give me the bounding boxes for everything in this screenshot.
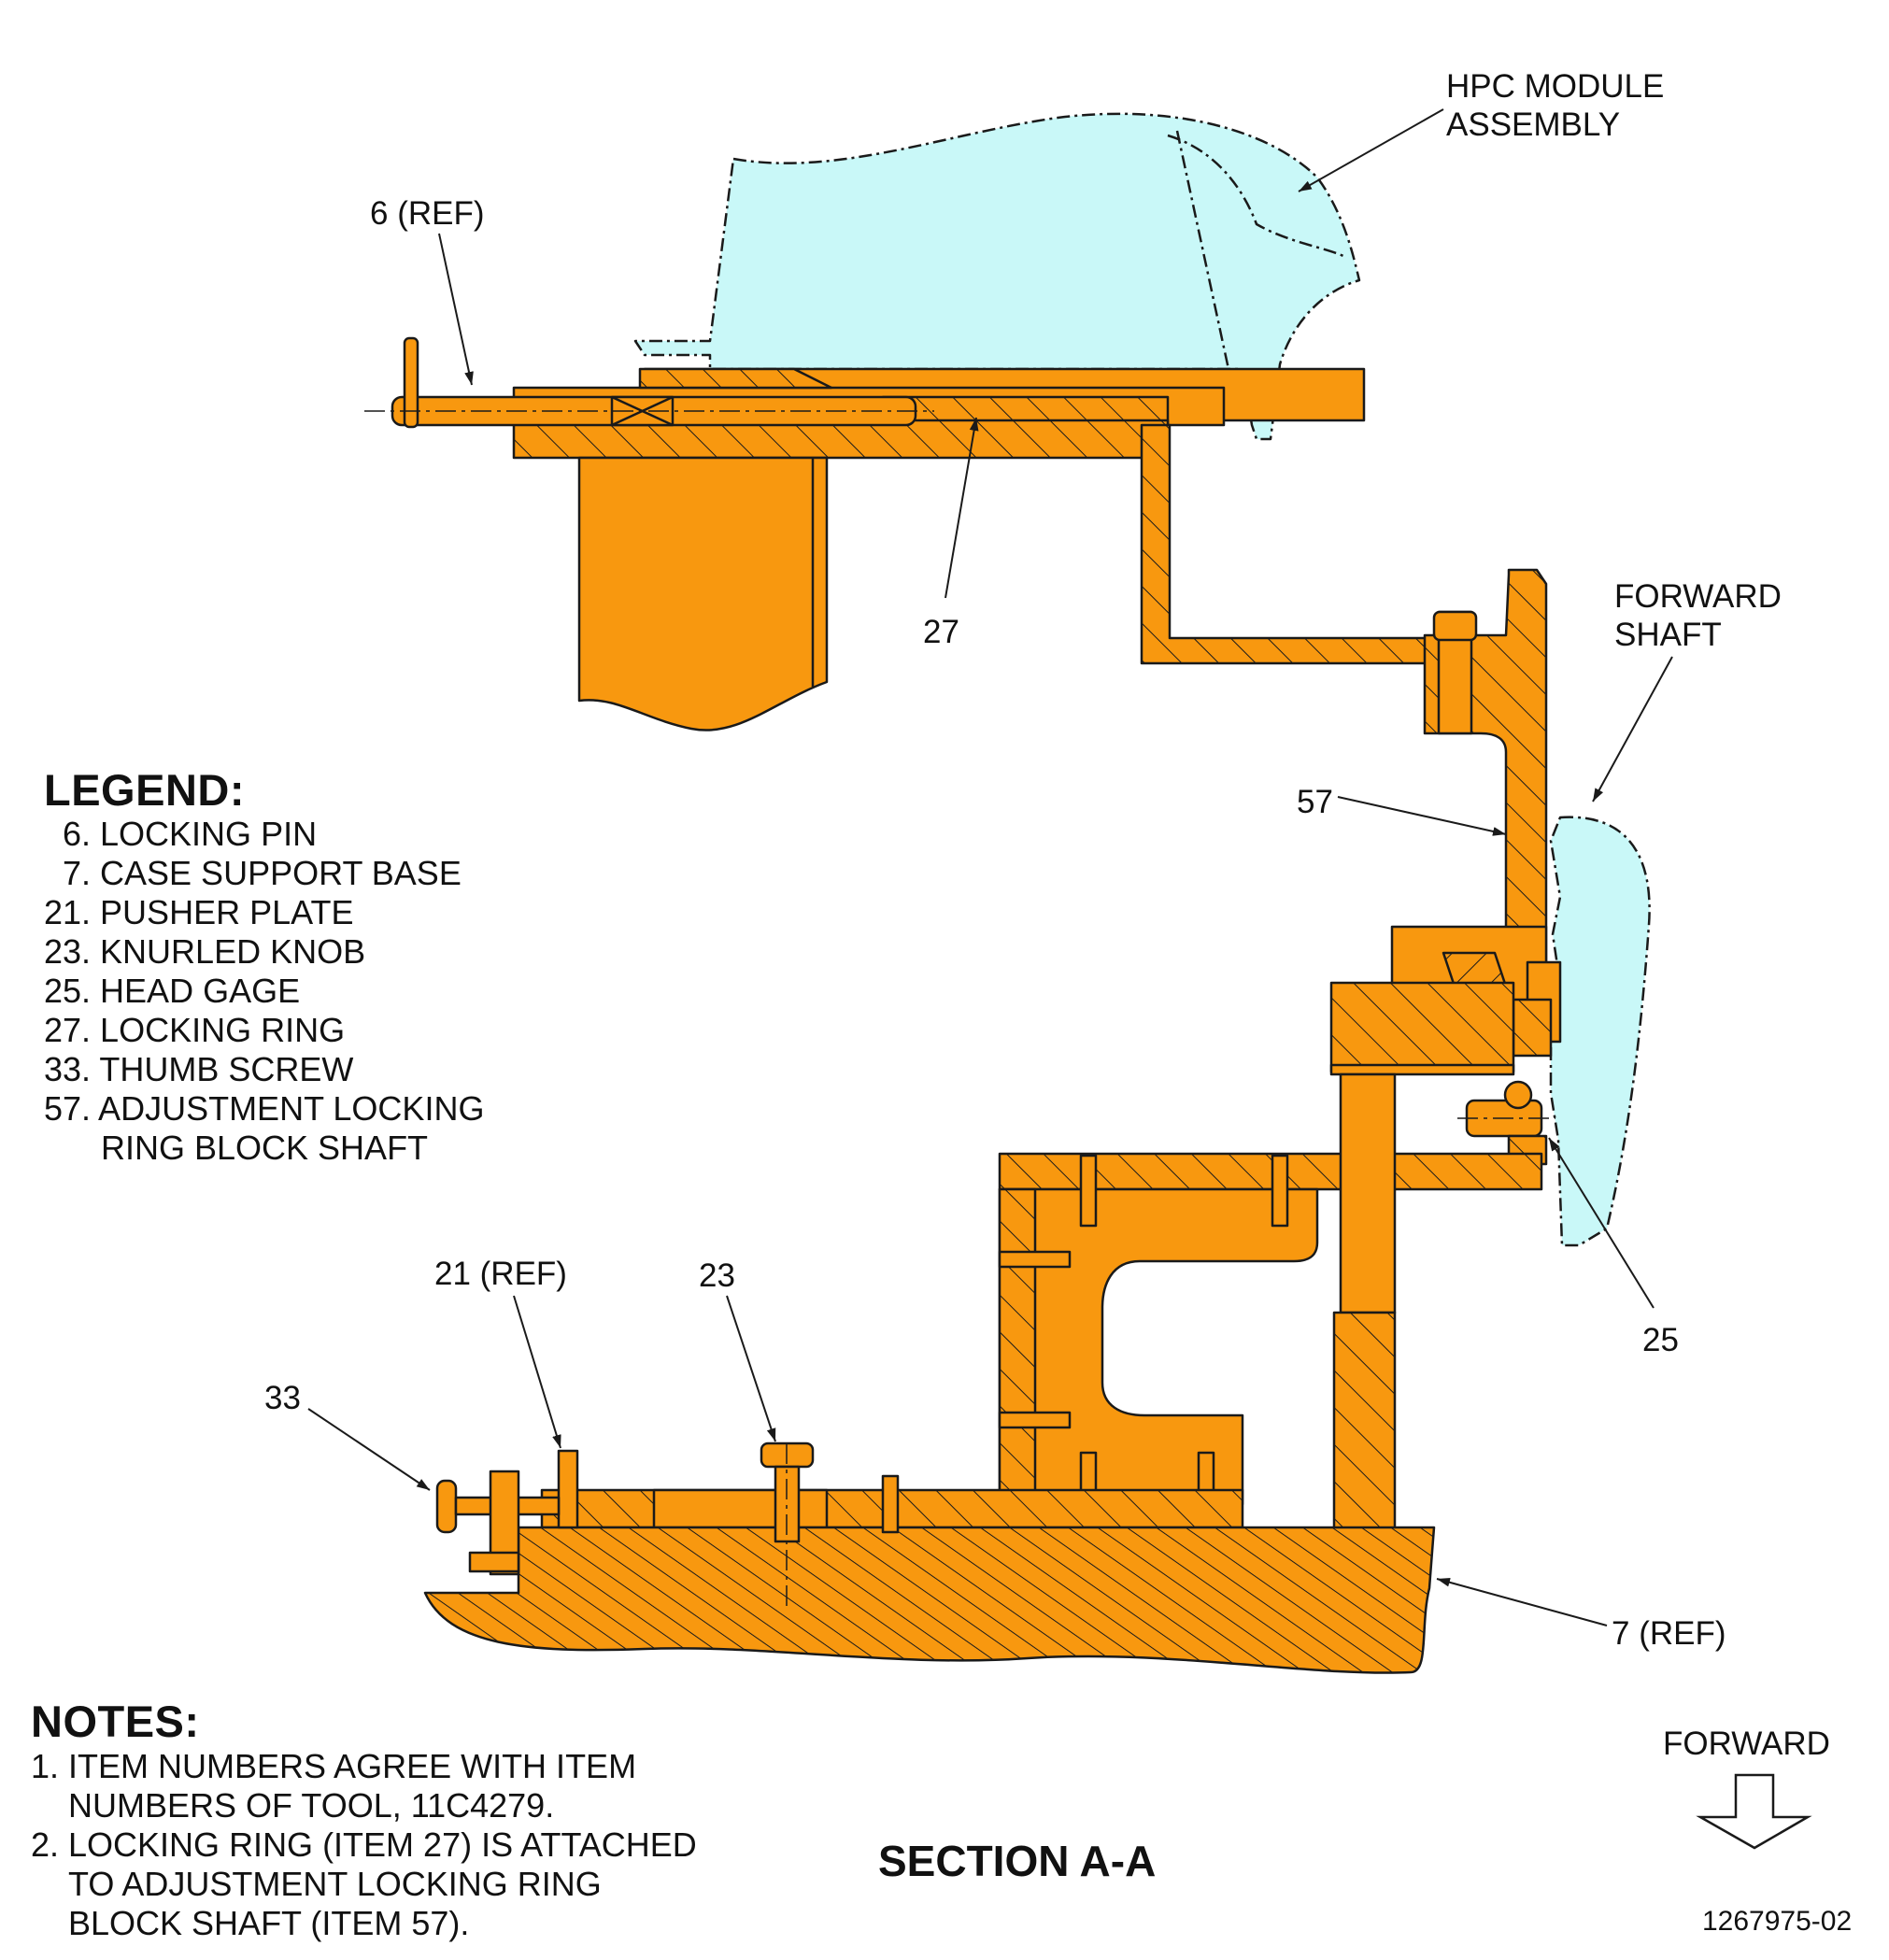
callout-ref6: 6 (REF) [370, 195, 485, 232]
leader-25 [1548, 1137, 1655, 1309]
callout-hpc-module-2: ASSEMBLY [1446, 107, 1620, 143]
legend-item: 57. ADJUSTMENT LOCKING [44, 1089, 485, 1128]
c-frame-stand [998, 1187, 1319, 1506]
note-line: 1. ITEM NUMBERS AGREE WITH ITEM [31, 1747, 637, 1785]
note-line: NUMBERS OF TOOL, 11C4279. [68, 1786, 555, 1825]
c-frame-left-wall [998, 1187, 1037, 1506]
callout-25: 25 [1642, 1322, 1679, 1358]
screw-4 [998, 1411, 1072, 1429]
forward-shaft [1549, 816, 1651, 1247]
legend-title: LEGEND: [44, 765, 245, 815]
callout-forward-shaft-1: FORWARD [1614, 578, 1782, 615]
callout-forward: FORWARD [1663, 1726, 1830, 1762]
legend-item: 33. THUMB SCREW [44, 1050, 354, 1088]
leader-ref7 [1436, 1577, 1608, 1626]
head-gage-pivot [1503, 1080, 1533, 1110]
legend-item: 7. CASE SUPPORT BASE [63, 854, 462, 892]
gage-post-lower [1332, 1311, 1397, 1539]
locking-block [512, 419, 1170, 460]
forward-arrow-icon [1696, 1773, 1812, 1850]
notes-title: NOTES: [31, 1697, 200, 1746]
pusher-plate-21 [557, 1449, 579, 1529]
small-screw [881, 1474, 900, 1534]
thumb-screw-33 [435, 1479, 458, 1534]
note-line: TO ADJUSTMENT LOCKING RING [68, 1865, 602, 1903]
legend-item: 27. LOCKING RING [44, 1011, 346, 1049]
note-line: BLOCK SHAFT (ITEM 57). [68, 1904, 470, 1942]
screw-1 [1079, 1154, 1098, 1228]
leader-33 [307, 1408, 431, 1491]
legend-item: 23. KNURLED KNOB [44, 932, 366, 971]
callout-hpc-module-1: HPC MODULE [1446, 68, 1664, 105]
section-title: SECTION A-A [878, 1837, 1157, 1885]
callout-ref21: 21 (REF) [434, 1256, 567, 1292]
callout-27: 27 [923, 614, 959, 650]
legend-item: 6. LOCKING PIN [63, 815, 318, 853]
legend-item: 21. PUSHER PLATE [44, 893, 354, 931]
callout-33: 33 [264, 1380, 301, 1416]
clamp-jaw [1512, 998, 1553, 1058]
callout-ref7: 7 (REF) [1612, 1615, 1726, 1652]
leader-hpc-module [1298, 108, 1444, 192]
leader-27 [944, 417, 979, 599]
legend-item: 25. HEAD GAGE [44, 972, 301, 1010]
gage-ledge [1329, 1063, 1515, 1076]
thumb-screw-lower-pin [468, 1551, 520, 1573]
screw-2 [1271, 1154, 1289, 1228]
support-column [577, 456, 829, 731]
leader-57 [1337, 796, 1507, 836]
block-shaft-bolt-head [1432, 610, 1478, 642]
leader-ref6 [438, 233, 474, 386]
gage-post [1339, 1072, 1397, 1314]
hpc-module-assembly [633, 112, 1361, 441]
track-plate-gap [652, 1488, 829, 1529]
hpc-module-inner-edge [1167, 134, 1346, 259]
callout-23: 23 [699, 1257, 735, 1294]
callout-57: 57 [1297, 784, 1333, 820]
screw-3 [998, 1250, 1072, 1269]
gage-block [1329, 981, 1515, 1073]
case-support-base-7 [423, 1526, 1436, 1674]
hpc-module-blade-edge [1175, 130, 1230, 370]
leader-forward-shaft [1592, 656, 1673, 802]
locking-block-upper [638, 367, 833, 390]
legend-item: RING BLOCK SHAFT [101, 1129, 429, 1167]
note-line: 2. LOCKING RING (ITEM 27) IS ATTACHED [31, 1825, 697, 1864]
figure-number: 1267975-02 [1702, 1906, 1853, 1937]
callout-forward-shaft-2: SHAFT [1614, 617, 1722, 653]
locking-pin-handle [403, 336, 419, 429]
leader-ref21 [513, 1295, 561, 1449]
leader-23 [726, 1295, 776, 1442]
